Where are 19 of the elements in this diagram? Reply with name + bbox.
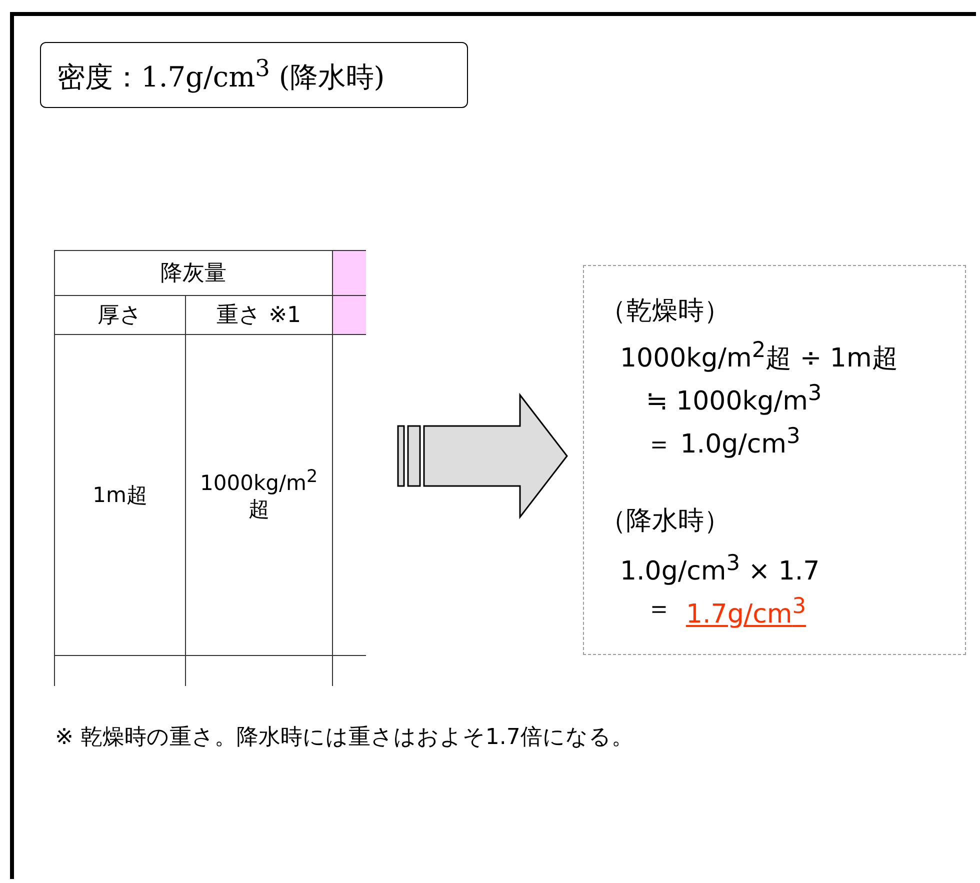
calculation-box [583, 265, 966, 655]
table-cell: 1m超 [54, 334, 186, 656]
table-cell: 1000kg/m$^{2}$超 [186, 334, 332, 656]
formula-text: ＝ [646, 594, 672, 626]
formula-text: （乾燥時） [600, 296, 730, 328]
title-text: 密度：1.7g/cm$^{3}$ (降水時) [57, 54, 385, 96]
table-header: 厚さ [54, 296, 186, 334]
table-header: 降灰量 [54, 250, 332, 296]
formula-text: ＝ 1.0g/cm$^{3}$ [646, 424, 800, 461]
result-text: 1.7g/cm$^{3}$ [686, 594, 806, 631]
data-table [54, 250, 366, 686]
formula-text: 1.0g/cm$^{3}$ × 1.7 [620, 551, 820, 588]
formula-text: 1000kg/m$^{2}$超 ÷ 1m超 [620, 338, 898, 375]
block-arrow [397, 392, 568, 520]
table-header: 重さ ※1 [186, 296, 332, 334]
title-box [40, 42, 468, 108]
formula-text: ≒ 1000kg/m$^{3}$ [646, 381, 822, 418]
formula-text: （降水時） [600, 506, 730, 538]
footnote: ※ 乾燥時の重さ。降水時には重さはおよそ1.7倍になる。 [55, 724, 634, 752]
